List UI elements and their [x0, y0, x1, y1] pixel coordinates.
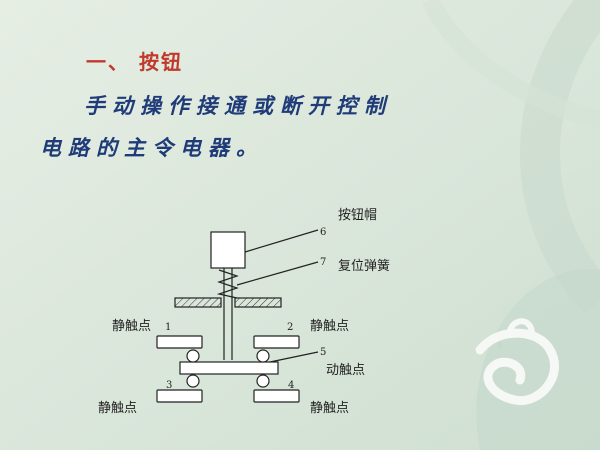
number-3: 3 [166, 380, 172, 391]
moving-contact-bar [179, 361, 279, 375]
return-spring [216, 269, 239, 299]
contact-point-b [256, 349, 270, 363]
number-5: 5 [320, 347, 326, 358]
label-static-top-left: 静触点 [112, 319, 151, 334]
label-cap: 按钮帽 [338, 207, 377, 223]
number-2: 2 [287, 322, 293, 333]
label-spring: 复位弹簧 [338, 258, 390, 274]
static-contact-2 [253, 335, 300, 349]
label-static-bottom-right: 静触点 [310, 401, 349, 416]
number-4: 4 [288, 380, 294, 391]
leader-7 [236, 261, 319, 286]
number-6: 6 [320, 227, 326, 238]
number-1: 1 [165, 322, 171, 333]
number-7: 7 [320, 257, 326, 268]
label-static-top-right: 静触点 [310, 319, 349, 334]
label-moving: 动触点 [326, 363, 365, 378]
dragon-emblem [475, 318, 559, 405]
leader-6 [244, 229, 319, 253]
label-static-bottom-left: 静触点 [98, 401, 137, 416]
leader-5 [269, 351, 319, 363]
mounting-plate-right [234, 297, 282, 308]
static-contact-4 [253, 389, 300, 403]
button-cap [210, 231, 246, 269]
description-line-2: 电路的主令电器。 [40, 136, 264, 160]
contact-point-d [256, 374, 270, 388]
description-line-1: 手动操作接通或断开控制 [84, 94, 392, 118]
static-contact-3 [156, 389, 203, 403]
page-title: 一、 按钮 [86, 50, 183, 74]
contact-point-c [186, 374, 200, 388]
contact-point-a [186, 349, 200, 363]
mounting-plate-left [174, 297, 222, 308]
static-contact-1 [156, 335, 203, 349]
